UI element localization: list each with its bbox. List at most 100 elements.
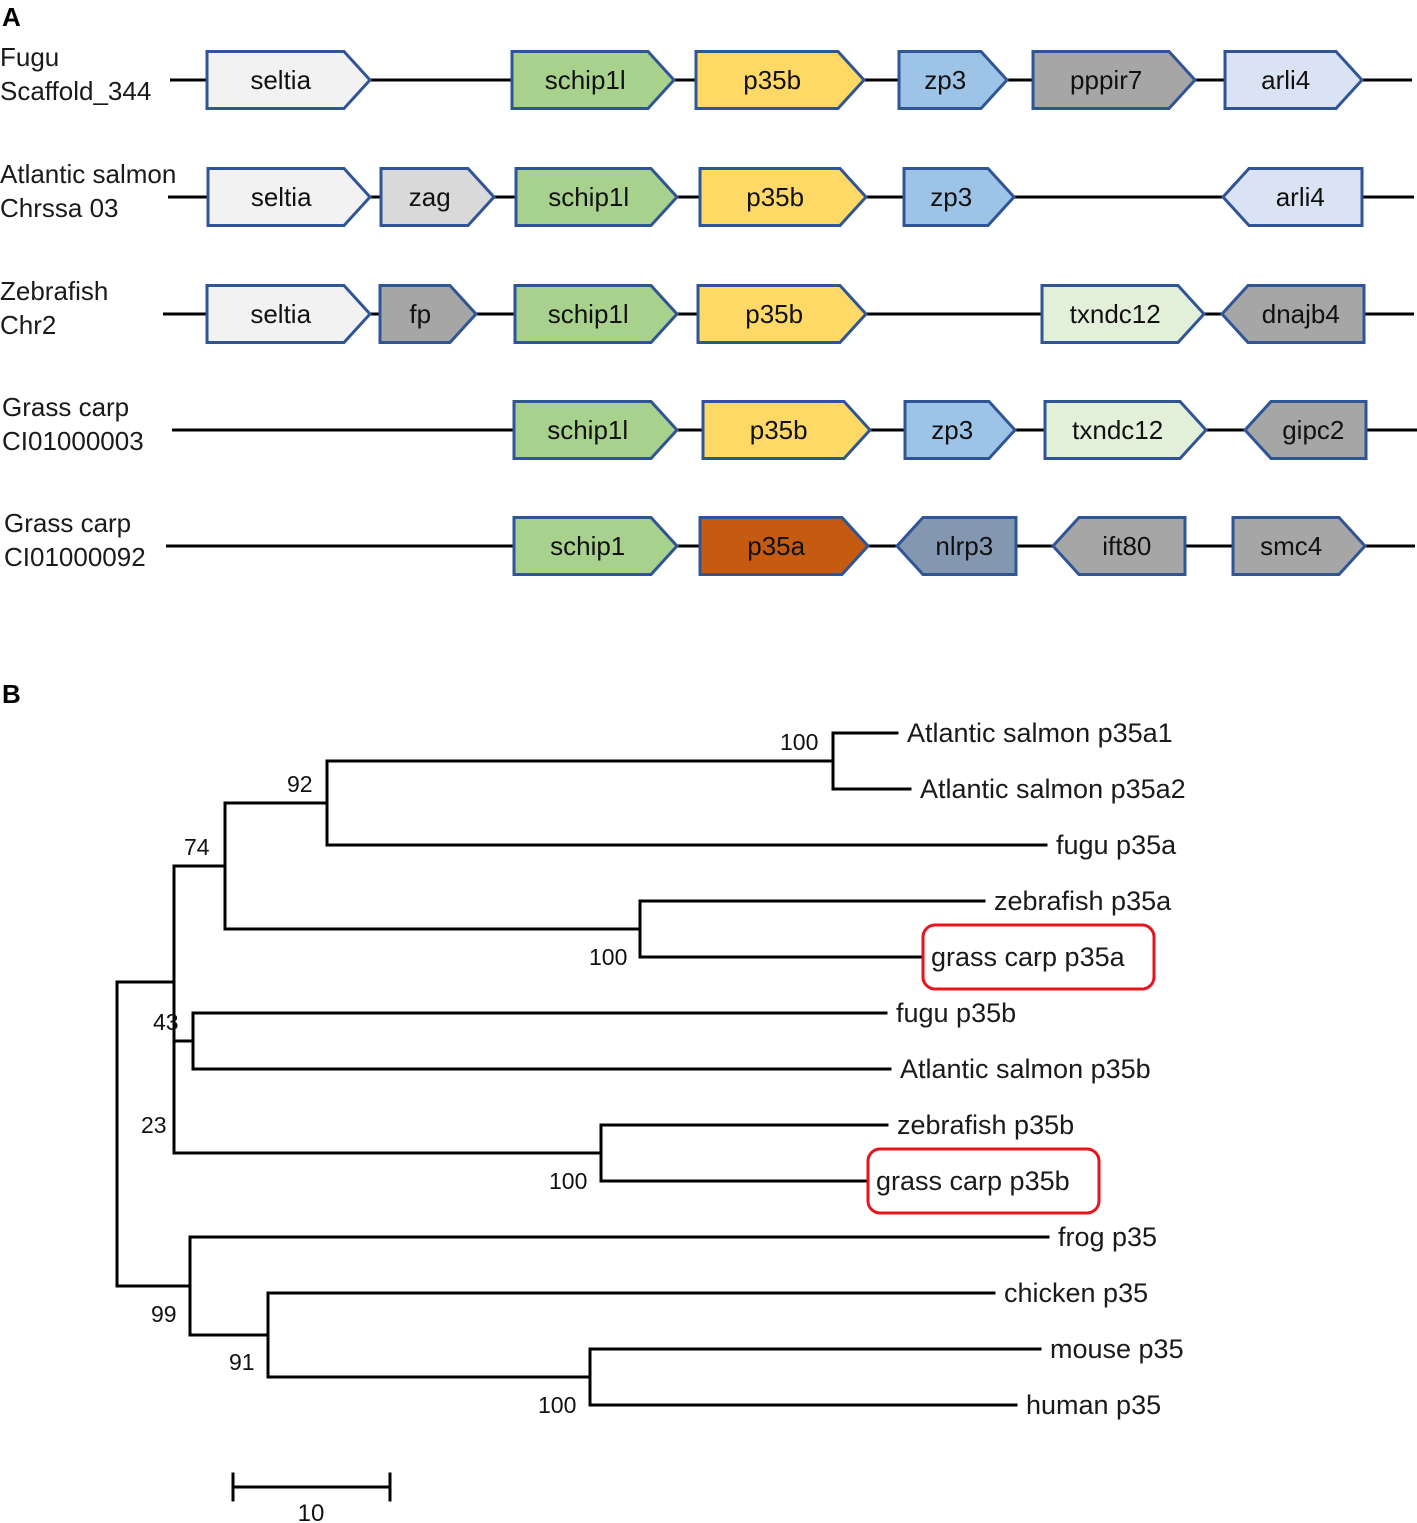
gene-label: zp3: [930, 182, 972, 212]
gene-arrow: [206, 167, 373, 227]
gene-label: zp3: [931, 415, 973, 445]
leaf-label: human p35: [1026, 1390, 1161, 1420]
gene-arrow: [1040, 284, 1207, 344]
gene-label: arli4: [1276, 182, 1325, 212]
gene-arrow: [205, 50, 373, 110]
leaf-label: fugu p35a: [1056, 830, 1177, 860]
leaf-label: Atlantic salmon p35b: [900, 1054, 1151, 1084]
gene-label: schip1: [550, 531, 625, 561]
leaf-label: zebrafish p35a: [994, 886, 1172, 916]
leaf-label: grass carp p35a: [931, 942, 1126, 972]
leaf-label: frog p35: [1058, 1222, 1157, 1252]
leaf-label: fugu p35b: [896, 998, 1016, 1028]
gene-arrow: [894, 516, 1018, 576]
species-label: Fugu: [0, 42, 59, 72]
gene-arrow: [1223, 50, 1365, 110]
species-label: Zebrafish: [0, 276, 108, 306]
bootstrap-value: 100: [538, 1392, 576, 1418]
gene-arrow: [1031, 50, 1198, 110]
species-label: Atlantic salmon: [0, 159, 176, 189]
gene-label: zp3: [924, 65, 966, 95]
panel-label-b: B: [2, 679, 21, 709]
bootstrap-value: 99: [151, 1301, 177, 1327]
gene-label: smc4: [1260, 531, 1322, 561]
gene-label: schip1l: [548, 299, 629, 329]
locus-label: Scaffold_344: [0, 76, 151, 106]
leaf-label: mouse p35: [1050, 1334, 1184, 1364]
scale-bar-label: 10: [298, 1500, 325, 1523]
gene-label: dnajb4: [1262, 299, 1340, 329]
gene-label: p35a: [747, 531, 805, 561]
species-label: Grass carp: [2, 392, 129, 422]
bootstrap-value: 74: [184, 834, 210, 860]
gene-label: seltia: [250, 65, 311, 95]
bootstrap-value: 100: [589, 944, 627, 970]
leaf-label: zebrafish p35b: [897, 1110, 1074, 1140]
gene-arrow: [378, 284, 479, 344]
gene-label: zag: [409, 182, 451, 212]
gene-arrow: [513, 284, 680, 344]
gene-arrow: [1050, 516, 1187, 576]
highlight-box: [866, 1147, 1101, 1215]
gene-label: txndc12: [1072, 415, 1163, 445]
gene-arrow: [1242, 400, 1368, 460]
gene-label: p35b: [750, 415, 808, 445]
gene-arrow: [696, 284, 869, 344]
gene-label: nlrp3: [935, 531, 993, 561]
gene-arrow: [514, 167, 680, 227]
gene-arrow: [903, 400, 1018, 460]
locus-label: Chrssa 03: [0, 193, 119, 223]
bootstrap-value: 43: [153, 1009, 179, 1035]
highlight-box: [921, 923, 1156, 991]
gene-arrow: [902, 167, 1017, 227]
leaf-label: chicken p35: [1004, 1278, 1148, 1308]
gene-label: seltia: [251, 182, 312, 212]
gene-arrow: [379, 167, 497, 227]
gene-arrow: [512, 400, 680, 460]
gene-arrow: [701, 400, 873, 460]
gene-label: p35b: [746, 182, 804, 212]
leaf-label: grass carp p35b: [876, 1166, 1070, 1196]
leaf-label: Atlantic salmon p35a2: [920, 774, 1186, 804]
gene-label: schip1l: [547, 415, 628, 445]
gene-arrow: [205, 284, 373, 344]
gene-label: schip1l: [545, 65, 626, 95]
gene-label: schip1l: [548, 182, 629, 212]
gene-label: seltia: [250, 299, 311, 329]
gene-label: gipc2: [1282, 415, 1344, 445]
leaf-label: Atlantic salmon p35a1: [907, 718, 1173, 748]
gene-arrow: [698, 167, 869, 227]
bootstrap-value: 100: [549, 1168, 587, 1194]
gene-arrow: [694, 50, 867, 110]
locus-label: Chr2: [0, 310, 56, 340]
gene-arrow: [897, 50, 1010, 110]
gene-label: p35b: [743, 65, 801, 95]
gene-arrow: [1219, 284, 1366, 344]
bootstrap-value: 92: [287, 771, 313, 797]
locus-label: CI01000003: [2, 426, 144, 456]
bootstrap-value: 23: [141, 1112, 167, 1138]
gene-arrow: [1043, 400, 1209, 460]
panel-label-a: A: [2, 2, 21, 32]
species-label: Grass carp: [4, 508, 131, 538]
bootstrap-value: 100: [780, 729, 818, 755]
gene-arrow: [1220, 167, 1364, 227]
gene-label: arli4: [1261, 65, 1310, 95]
gene-arrow: [512, 516, 680, 576]
gene-label: ift80: [1102, 531, 1151, 561]
gene-arrow: [510, 50, 677, 110]
locus-label: CI01000092: [4, 542, 146, 572]
gene-label: pppir7: [1070, 65, 1142, 95]
gene-label: fp: [409, 299, 431, 329]
gene-arrow: [1231, 516, 1368, 576]
bootstrap-value: 91: [229, 1349, 255, 1375]
gene-label: txndc12: [1070, 299, 1161, 329]
